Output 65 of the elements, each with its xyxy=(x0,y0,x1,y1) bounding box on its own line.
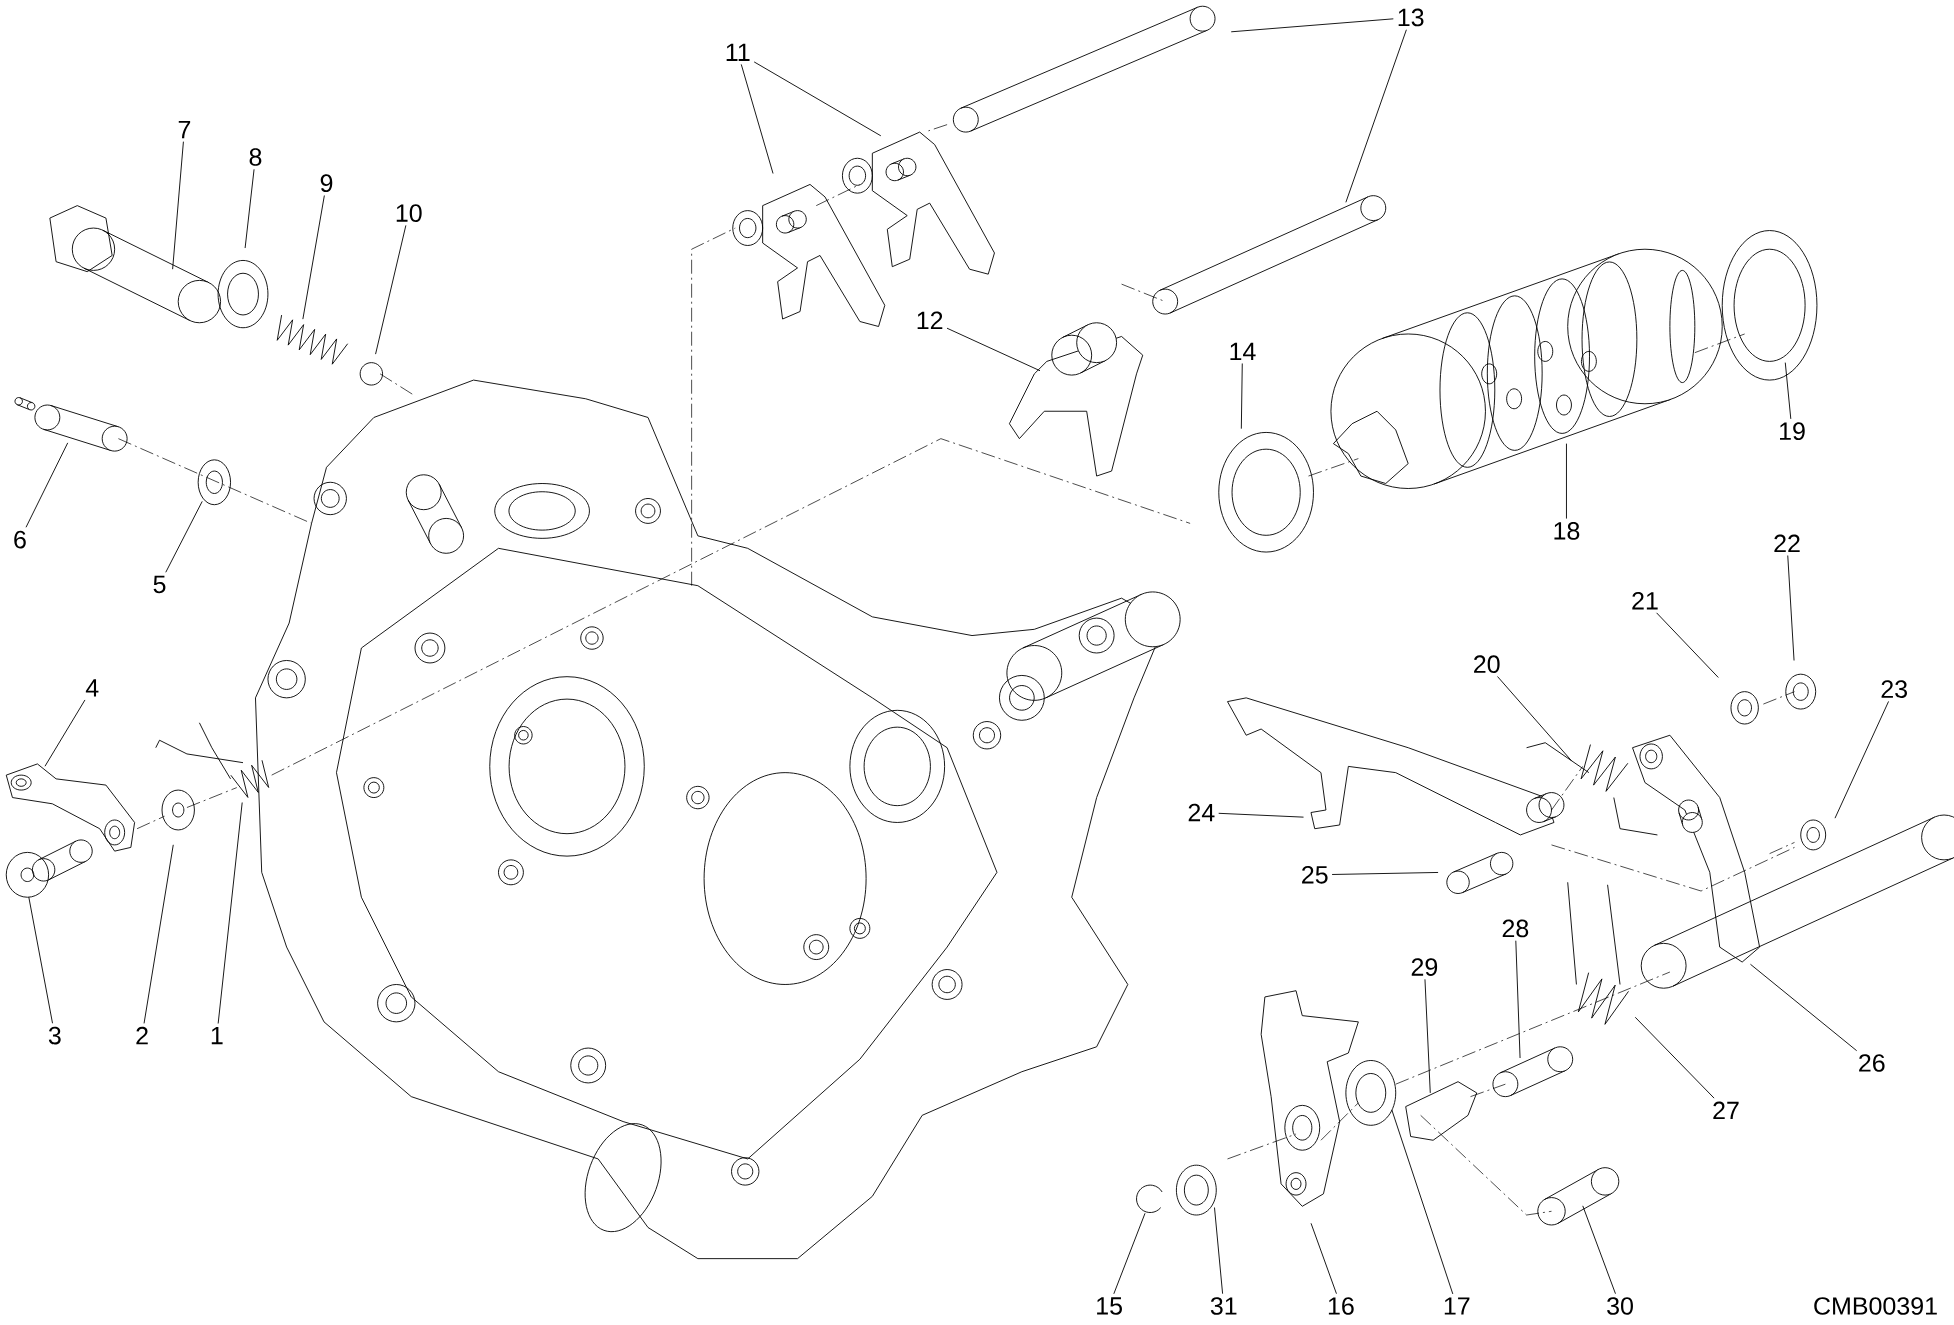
callout-number: 20 xyxy=(1474,655,1500,674)
leader-line xyxy=(25,442,69,528)
callout-number: 8 xyxy=(249,148,262,167)
drawing-number: CMB00391 xyxy=(1814,1297,1937,1315)
leader-line xyxy=(1331,872,1439,876)
leader-line xyxy=(1582,1205,1616,1295)
leader-line xyxy=(165,501,203,573)
leader-line xyxy=(946,327,1041,372)
leader-line xyxy=(1750,963,1858,1052)
leader-line xyxy=(1656,612,1719,679)
leader-line xyxy=(1113,1213,1146,1295)
callout-number: 3 xyxy=(48,1026,61,1045)
leader-line xyxy=(1634,1016,1715,1099)
callout-number: 26 xyxy=(1859,1054,1885,1072)
leader-line xyxy=(1310,1223,1337,1295)
leader-line xyxy=(740,64,774,175)
leader-line xyxy=(143,844,174,1024)
callout-number: 23 xyxy=(1881,680,1907,699)
callout-number: 22 xyxy=(1774,534,1800,553)
callout-number: 30 xyxy=(1607,1297,1633,1315)
leader-line xyxy=(44,699,86,767)
callout-number: 10 xyxy=(396,204,422,223)
leader-line xyxy=(217,802,243,1025)
callout-number: 6 xyxy=(14,530,26,549)
leader-line xyxy=(1391,1109,1454,1295)
callout-number: 19 xyxy=(1780,422,1805,441)
callout-number: 2 xyxy=(136,1027,148,1045)
callout-number: 29 xyxy=(1411,958,1438,977)
leader-line xyxy=(1214,1207,1224,1295)
callout-number: 17 xyxy=(1444,1297,1470,1315)
leader-line xyxy=(302,195,325,320)
leader-line xyxy=(375,225,407,355)
leader-line xyxy=(244,169,255,249)
leader-line xyxy=(1230,18,1394,33)
leader-line xyxy=(1497,676,1572,762)
leader-line xyxy=(1787,555,1795,662)
callout-number: 25 xyxy=(1302,866,1328,884)
callout-number: 16 xyxy=(1328,1297,1354,1315)
leader-line xyxy=(1566,443,1567,520)
leader-line xyxy=(172,141,184,270)
callout-number: 1 xyxy=(211,1027,223,1045)
callout-number: 5 xyxy=(153,575,166,594)
leader-line xyxy=(1834,701,1889,819)
leader-line xyxy=(1424,979,1431,1094)
callout-number: 13 xyxy=(1398,8,1424,27)
callout-number: 18 xyxy=(1554,522,1580,540)
callout-number: 9 xyxy=(320,174,333,193)
leader-line xyxy=(1784,362,1792,420)
callout-number: 7 xyxy=(178,121,191,139)
leader-line xyxy=(1240,363,1243,430)
callout-number: 21 xyxy=(1632,592,1658,610)
callout-number: 14 xyxy=(1230,342,1256,361)
callout-number: 24 xyxy=(1188,803,1215,822)
leader-line xyxy=(753,61,882,137)
callout-number: 15 xyxy=(1097,1297,1122,1315)
leader-line xyxy=(1345,29,1407,203)
callout-number: 4 xyxy=(85,679,99,697)
callout-number: 12 xyxy=(917,311,943,330)
callout-number: 11 xyxy=(726,43,750,62)
callout-number: 31 xyxy=(1210,1297,1237,1315)
leader-line xyxy=(1515,940,1521,1059)
callout-number: 28 xyxy=(1502,919,1529,938)
leader-line xyxy=(28,896,53,1024)
callout-number: 27 xyxy=(1713,1101,1739,1120)
leader-line xyxy=(1218,813,1304,818)
